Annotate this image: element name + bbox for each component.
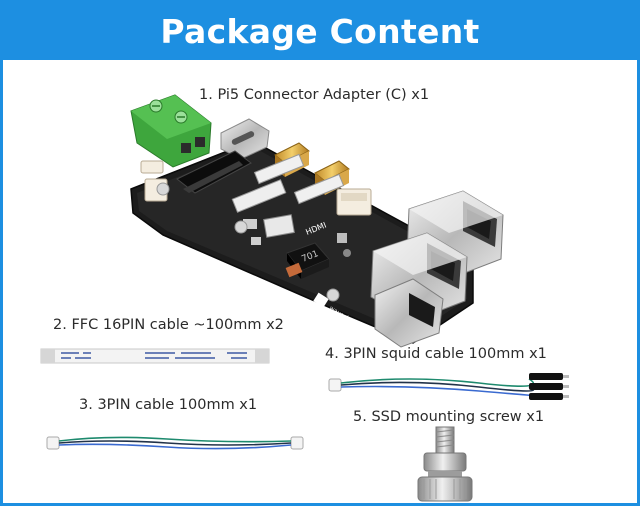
ssd-screw-image [417, 426, 473, 502]
ffc-cable-image [40, 348, 270, 364]
page-title: Package Content [160, 12, 480, 51]
hdmi-port-image [374, 278, 444, 348]
item-caption-adapter: 1. Pi5 Connector Adapter (C) x1 [199, 87, 430, 103]
header-banner: Package Content [3, 3, 637, 60]
squid-cable-image [328, 373, 569, 400]
usb-c-connector-image [220, 118, 270, 160]
item-caption-3pin-cable: 3. 3PIN cable 100mm x1 [79, 397, 258, 413]
terminal-block-image [130, 94, 212, 168]
adapter-board-image: 701 HDMI waveshare [130, 94, 504, 348]
item-caption-ssd-screw: 5. SSD mounting screw x1 [353, 409, 545, 425]
item-caption-squid-cable: 4. 3PIN squid cable 100mm x1 [325, 346, 547, 362]
inductor-chip-image: 701 [285, 242, 330, 279]
3pin-cable-image [46, 436, 304, 450]
item-caption-ffc-cable: 2. FFC 16PIN cable ~100mm x2 [53, 317, 284, 333]
